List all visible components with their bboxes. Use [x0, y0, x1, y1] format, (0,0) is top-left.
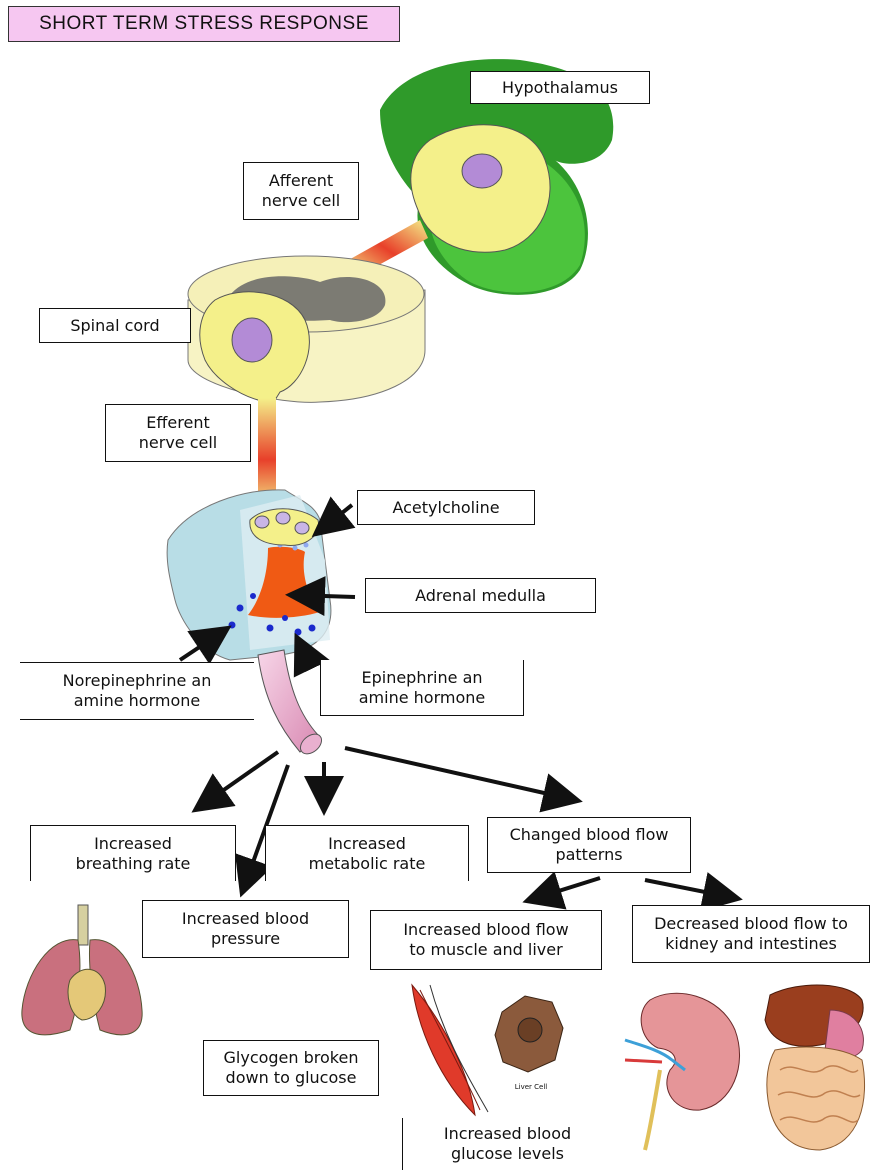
- label-increased-metabolic-rate: Increased metabolic rate: [265, 825, 469, 881]
- label-glycogen-broken-down: Glycogen broken down to glucose: [203, 1040, 379, 1096]
- efferent-line-2: nerve cell: [139, 433, 218, 453]
- glycogen-line-2: down to glucose: [226, 1068, 357, 1088]
- lungs-illustration: [22, 905, 142, 1035]
- label-increased-blood-flow-muscle-liver: Increased blood flow to muscle and liver: [370, 910, 602, 970]
- label-epinephrine: Epinephrine an amine hormone: [320, 660, 524, 716]
- breathing-line-1: Increased: [94, 834, 172, 854]
- blood-flow-patterns-line-2: patterns: [555, 845, 622, 865]
- norepinephrine-line-1: Norepinephrine an: [63, 671, 212, 691]
- muscle-liver-line-1: Increased blood flow: [403, 920, 568, 940]
- glycogen-line-1: Glycogen broken: [224, 1048, 359, 1068]
- label-norepinephrine: Norepinephrine an amine hormone: [20, 662, 254, 720]
- epinephrine-line-1: Epinephrine an: [361, 668, 482, 688]
- afferent-line-1: Afferent: [269, 171, 333, 191]
- label-afferent-nerve-cell: Afferent nerve cell: [243, 162, 359, 220]
- label-hypothalamus: Hypothalamus: [470, 71, 650, 104]
- efferent-line-1: Efferent: [146, 413, 209, 433]
- kidney-line-2: kidney and intestines: [665, 934, 837, 954]
- liver-cell-caption: Liver Cell: [506, 1083, 556, 1092]
- breathing-line-2: breathing rate: [76, 854, 191, 874]
- glucose-line-2: glucose levels: [451, 1144, 564, 1164]
- blood-pressure-line-2: pressure: [211, 929, 280, 949]
- kidney-illustration: [625, 993, 740, 1150]
- label-increased-breathing-rate: Increased breathing rate: [30, 825, 236, 881]
- label-decreased-blood-flow-kidney: Decreased blood flow to kidney and intes…: [632, 905, 870, 963]
- norepinephrine-line-2: amine hormone: [74, 691, 201, 711]
- blood-pressure-line-1: Increased blood: [182, 909, 309, 929]
- label-spinal-cord: Spinal cord: [39, 308, 191, 343]
- label-adrenal-medulla: Adrenal medulla: [365, 578, 596, 613]
- blood-vessel: [258, 650, 325, 758]
- kidney-line-1: Decreased blood flow to: [654, 914, 848, 934]
- label-acetylcholine: Acetylcholine: [357, 490, 535, 525]
- liver-cell-illustration: [495, 996, 563, 1072]
- label-changed-blood-flow-patterns: Changed blood flow patterns: [487, 817, 691, 873]
- glucose-line-1: Increased blood: [444, 1124, 571, 1144]
- muscle-liver-line-2: to muscle and liver: [409, 940, 562, 960]
- label-efferent-nerve-cell: Efferent nerve cell: [105, 404, 251, 462]
- epinephrine-line-2: amine hormone: [359, 688, 486, 708]
- muscle-illustration: [412, 985, 488, 1115]
- digestive-organs-illustration: [765, 985, 865, 1150]
- label-increased-blood-pressure: Increased blood pressure: [142, 900, 349, 958]
- adrenal-gland: [167, 490, 331, 660]
- afferent-line-2: nerve cell: [262, 191, 341, 211]
- metabolic-line-2: metabolic rate: [309, 854, 426, 874]
- blood-flow-patterns-line-1: Changed blood flow: [510, 825, 669, 845]
- diagram-title: SHORT TERM STRESS RESPONSE: [8, 6, 400, 42]
- metabolic-line-1: Increased: [328, 834, 406, 854]
- label-increased-blood-glucose: Increased blood glucose levels: [402, 1118, 612, 1170]
